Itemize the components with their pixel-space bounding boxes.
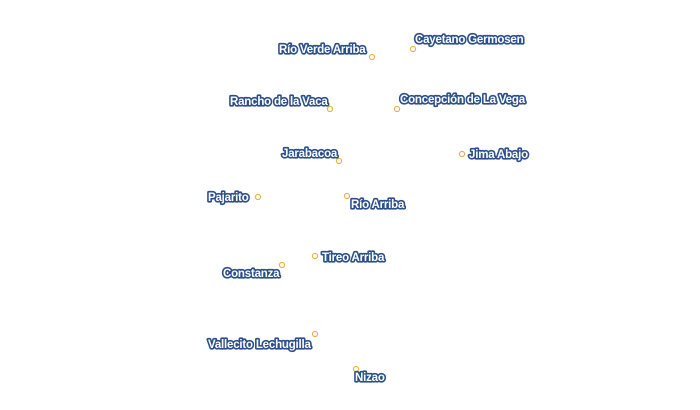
place-label-rio-arriba: Río Arriba bbox=[351, 199, 405, 211]
place-label-jima-abajo: Jima Abajo bbox=[469, 149, 528, 161]
place-concepcion-de-la-vega: Concepción de La Vega bbox=[393, 92, 527, 113]
place-label-concepcion-de-la-vega: Concepción de La Vega bbox=[400, 94, 526, 106]
place-label-constanza: Constanza bbox=[223, 268, 280, 280]
place-rio-arriba: Río Arriba bbox=[343, 192, 407, 213]
place-label-pajarito: Pajarito bbox=[208, 192, 249, 204]
place-marker-tireo-arriba bbox=[311, 252, 319, 260]
place-marker-rancho-de-la-vaca bbox=[326, 105, 334, 113]
place-label-vallecito-lechugilla: Vallecito Lechugilla bbox=[208, 339, 312, 351]
place-jima-abajo: Jima Abajo bbox=[458, 147, 530, 163]
place-pajarito: Pajarito bbox=[206, 190, 262, 206]
place-marker-concepcion-de-la-vega bbox=[393, 105, 401, 113]
place-jarabacoa: Jarabacoa bbox=[280, 146, 343, 165]
place-label-rancho-de-la-vaca: Rancho de la Vaca bbox=[230, 96, 328, 108]
place-cayetano-germosen: Cayetano Germosen bbox=[409, 32, 525, 53]
place-nizao: Nizao bbox=[352, 365, 387, 386]
place-constanza: Constanza bbox=[221, 261, 286, 282]
place-marker-rio-arriba bbox=[343, 192, 351, 200]
place-label-jarabacoa: Jarabacoa bbox=[282, 148, 338, 160]
place-label-cayetano-germosen: Cayetano Germosen bbox=[415, 34, 524, 46]
place-marker-pajarito bbox=[254, 193, 262, 201]
place-vallecito-lechugilla: Vallecito Lechugilla bbox=[206, 330, 319, 353]
place-rio-verde-arriba: Río Verde Arriba bbox=[277, 42, 376, 61]
place-label-tireo-arriba: Tireo Arriba bbox=[322, 252, 385, 264]
place-tireo-arriba: Tireo Arriba bbox=[311, 250, 387, 266]
place-rancho-de-la-vaca: Rancho de la Vaca bbox=[228, 94, 334, 113]
place-marker-vallecito-lechugilla bbox=[311, 330, 319, 338]
place-marker-cayetano-germosen bbox=[409, 45, 417, 53]
place-marker-jima-abajo bbox=[458, 150, 466, 158]
place-marker-constanza bbox=[278, 261, 286, 269]
place-label-nizao: Nizao bbox=[355, 372, 385, 384]
place-marker-nizao bbox=[352, 365, 360, 373]
place-label-rio-verde-arriba: Río Verde Arriba bbox=[279, 44, 366, 56]
place-marker-rio-verde-arriba bbox=[368, 53, 376, 61]
place-marker-jarabacoa bbox=[335, 157, 343, 165]
